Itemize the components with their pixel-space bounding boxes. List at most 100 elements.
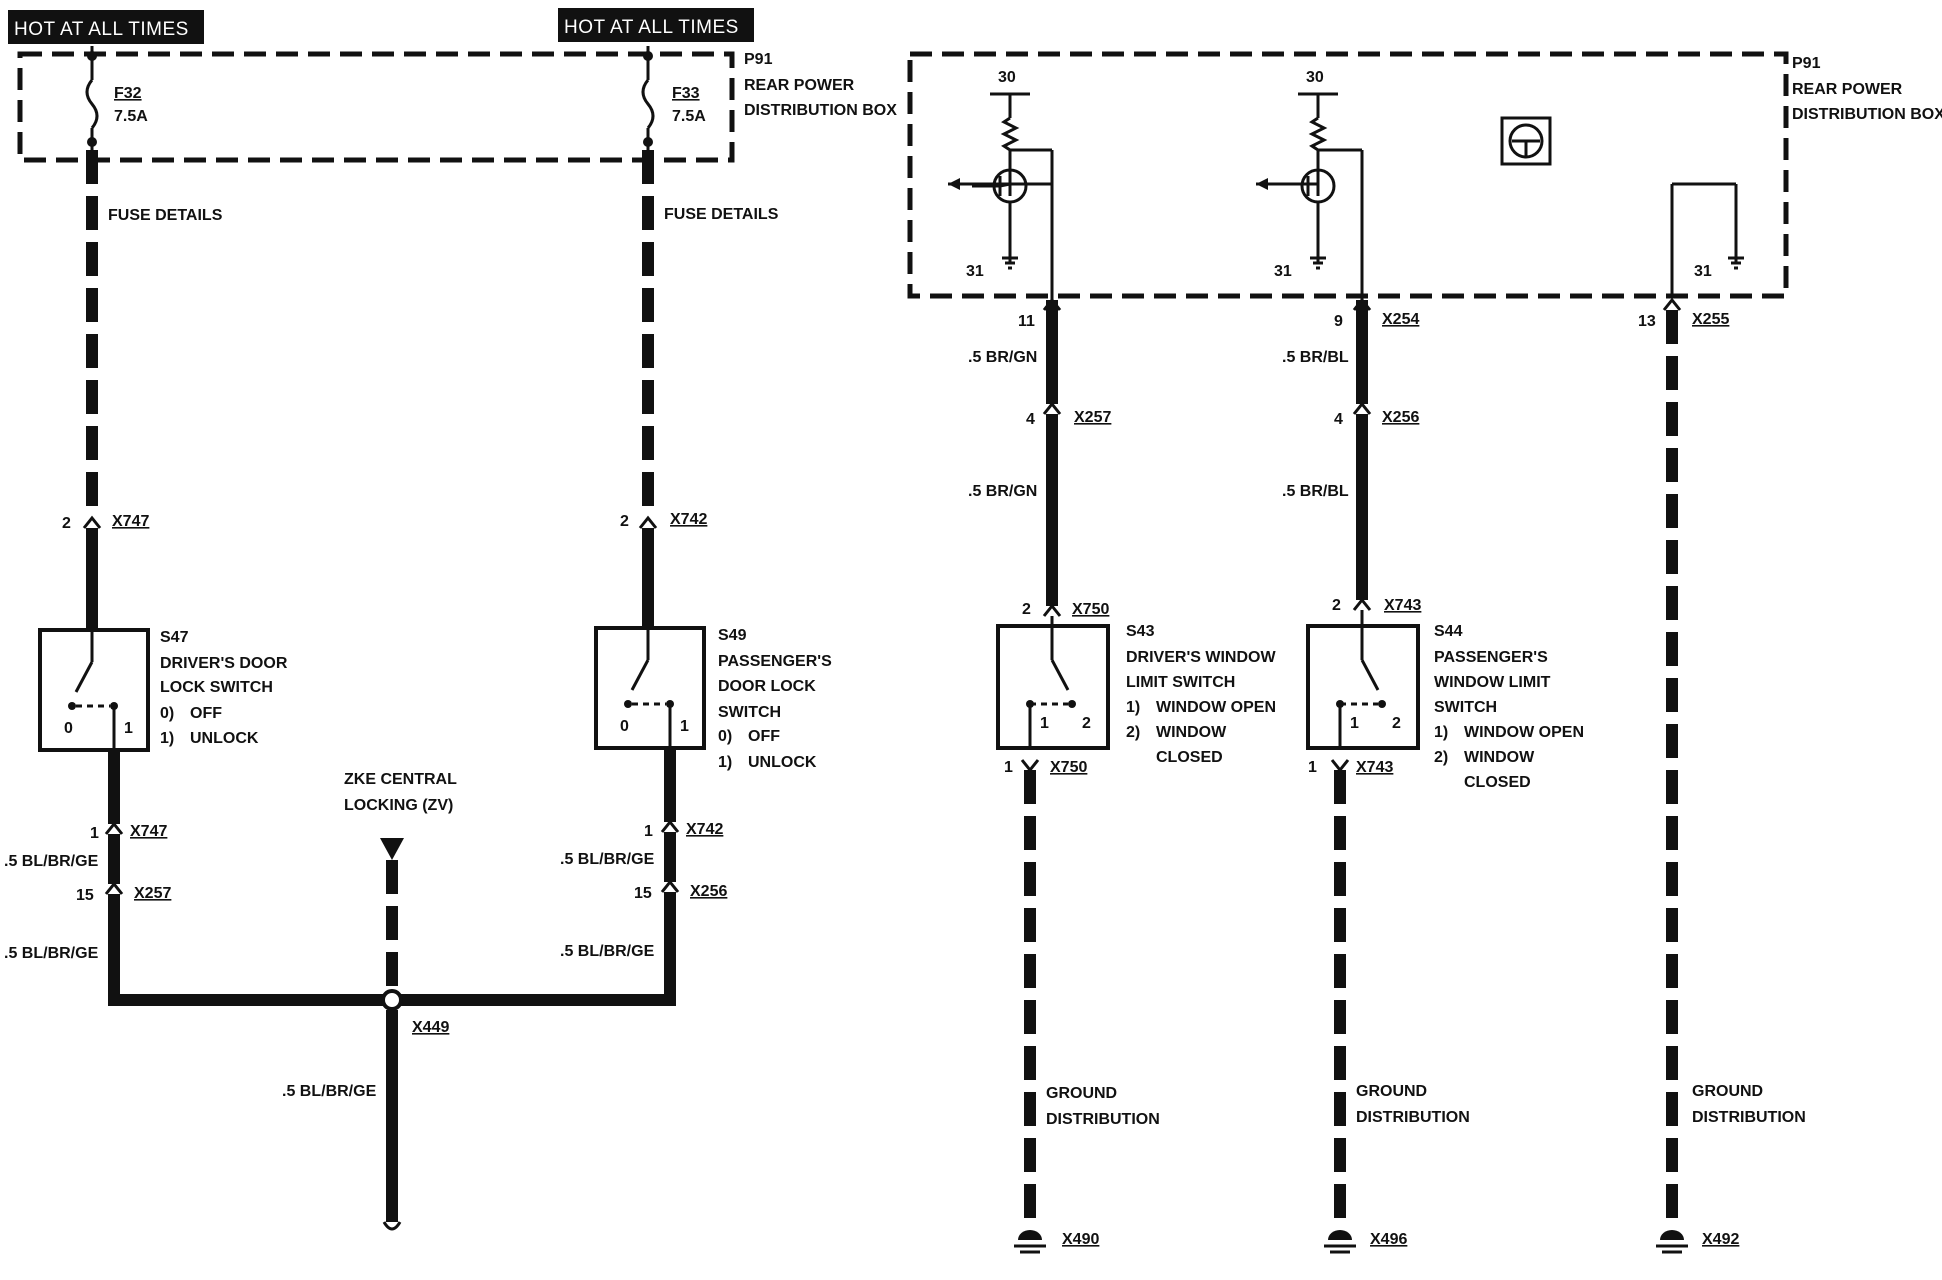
svg-text:7.5A: 7.5A xyxy=(672,108,706,125)
svg-text:1: 1 xyxy=(1004,759,1013,776)
svg-text:S44: S44 xyxy=(1434,623,1463,640)
svg-text:X257: X257 xyxy=(1074,409,1111,426)
svg-text:GROUND: GROUND xyxy=(1046,1085,1117,1102)
svg-text:P91: P91 xyxy=(744,51,773,68)
svg-text:31: 31 xyxy=(966,263,984,280)
svg-text:P91: P91 xyxy=(1792,55,1821,72)
svg-text:LOCK SWITCH: LOCK SWITCH xyxy=(160,679,273,696)
svg-text:LOCKING (ZV): LOCKING (ZV) xyxy=(344,797,453,814)
ground-x490-icon: X490 xyxy=(1014,1230,1099,1254)
switch-s49-label: S49 PASSENGER'S DOOR LOCK SWITCH 0) OFF … xyxy=(718,627,832,771)
svg-text:1): 1) xyxy=(160,730,174,747)
power-box-label-left: P91 REAR POWER DISTRIBUTION BOX xyxy=(744,51,897,119)
svg-text:X742: X742 xyxy=(686,821,723,838)
svg-text:LIMIT SWITCH: LIMIT SWITCH xyxy=(1126,674,1235,691)
svg-text:X257: X257 xyxy=(134,885,171,902)
svg-text:DISTRIBUTION: DISTRIBUTION xyxy=(1356,1109,1470,1126)
wire-color-br-bl-2: .5 BR/BL xyxy=(1282,483,1349,500)
wire-color-bus-left: .5 BL/BR/GE xyxy=(4,945,99,962)
zke-arrow-icon xyxy=(380,838,404,860)
connector-x254: 9 X254 xyxy=(1334,297,1419,330)
svg-text:PASSENGER'S: PASSENGER'S xyxy=(718,653,832,670)
svg-text:15: 15 xyxy=(76,887,94,904)
svg-text:2): 2) xyxy=(1434,749,1448,766)
power-distribution-box-right xyxy=(907,51,1789,299)
connector-x743-top: 2 X743 xyxy=(1332,597,1421,614)
svg-text:REAR POWER: REAR POWER xyxy=(1792,81,1903,98)
switch-s49: 0 1 xyxy=(594,626,706,750)
connector-x257-right: 4 X257 xyxy=(1026,401,1111,428)
svg-text:SWITCH: SWITCH xyxy=(718,704,781,721)
svg-text:X750: X750 xyxy=(1050,759,1087,776)
pin-11-label: 11 xyxy=(1018,313,1035,330)
fuse-f32: F32 7.5A xyxy=(85,46,148,150)
wire-color-br-gn-1: .5 BR/GN xyxy=(968,349,1037,366)
power-distribution-box-left xyxy=(17,51,735,163)
svg-text:0): 0) xyxy=(718,728,732,745)
svg-text:S49: S49 xyxy=(718,627,747,644)
fuse-details-right: FUSE DETAILS xyxy=(664,206,779,223)
svg-text:X750: X750 xyxy=(1072,601,1109,618)
connector-x742-bottom: 1 X742 xyxy=(644,819,723,840)
switch-s44-label: S44 PASSENGER'S WINDOW LIMIT SWITCH 1) W… xyxy=(1434,623,1584,791)
ground-distribution-label-3: GROUND DISTRIBUTION xyxy=(1692,1083,1806,1126)
svg-text:HOT AT ALL TIMES: HOT AT ALL TIMES xyxy=(564,17,739,38)
svg-text:2: 2 xyxy=(620,513,629,530)
connector-x750-bottom: 1 X750 xyxy=(1004,759,1087,776)
svg-text:1: 1 xyxy=(90,825,99,842)
svg-text:DISTRIBUTION: DISTRIBUTION xyxy=(1692,1109,1806,1126)
svg-text:2: 2 xyxy=(1022,601,1031,618)
svg-text:X747: X747 xyxy=(112,513,149,530)
svg-text:WINDOW: WINDOW xyxy=(1464,749,1535,766)
connector-x750-top: 2 X750 xyxy=(1022,601,1109,618)
svg-text:X492: X492 xyxy=(1702,1231,1739,1248)
svg-text:1: 1 xyxy=(1308,759,1317,776)
ground-distribution-label-1: GROUND DISTRIBUTION xyxy=(1046,1085,1160,1128)
svg-text:DOOR LOCK: DOOR LOCK xyxy=(718,678,816,695)
svg-text:31: 31 xyxy=(1694,263,1712,280)
switch-s43: 1 2 xyxy=(996,616,1110,750)
svg-text:X254: X254 xyxy=(1382,311,1419,328)
wire-color-s47: .5 BL/BR/GE xyxy=(4,853,99,870)
svg-text:UNLOCK: UNLOCK xyxy=(748,754,817,771)
svg-text:9: 9 xyxy=(1334,313,1343,330)
svg-text:ZKE CENTRAL: ZKE CENTRAL xyxy=(344,771,457,788)
svg-text:1): 1) xyxy=(1434,724,1448,741)
svg-text:1: 1 xyxy=(1350,715,1359,732)
wire-color-s49: .5 BL/BR/GE xyxy=(560,851,655,868)
svg-text:1: 1 xyxy=(680,718,689,735)
connector-x747-bottom: 1 X747 xyxy=(90,821,167,842)
connector-x255: 13 X255 xyxy=(1638,297,1729,330)
ground-distribution-label-2: GROUND DISTRIBUTION xyxy=(1356,1083,1470,1126)
svg-text:4: 4 xyxy=(1334,411,1343,428)
svg-text:DRIVER'S WINDOW: DRIVER'S WINDOW xyxy=(1126,649,1276,666)
svg-text:X742: X742 xyxy=(670,511,707,528)
svg-text:1: 1 xyxy=(124,720,133,737)
svg-text:S47: S47 xyxy=(160,629,189,646)
connector-x256-right: 4 X256 xyxy=(1334,401,1419,428)
svg-text:F32: F32 xyxy=(114,85,142,102)
svg-text:DISTRIBUTION: DISTRIBUTION xyxy=(1046,1111,1160,1128)
svg-text:REAR POWER: REAR POWER xyxy=(744,77,855,94)
ground-x496-icon: X496 xyxy=(1324,1230,1407,1254)
hot-label-right: HOT AT ALL TIMES xyxy=(558,8,754,42)
wire-color-bus-right: .5 BL/BR/GE xyxy=(560,943,655,960)
module-symbol-icon xyxy=(1500,116,1552,166)
wire-color-x449: .5 BL/BR/GE xyxy=(282,1083,377,1100)
svg-text:OFF: OFF xyxy=(190,705,222,722)
svg-text:0): 0) xyxy=(160,705,174,722)
svg-text:2: 2 xyxy=(62,515,71,532)
connector-x742-top: 2 X742 xyxy=(620,511,707,530)
splice-x449 xyxy=(381,989,403,1011)
svg-text:UNLOCK: UNLOCK xyxy=(190,730,259,747)
connector-x747-top: 2 X747 xyxy=(62,513,149,532)
wire-color-br-gn-2: .5 BR/GN xyxy=(968,483,1037,500)
svg-text:X255: X255 xyxy=(1692,311,1729,328)
svg-text:S43: S43 xyxy=(1126,623,1155,640)
svg-text:DRIVER'S DOOR: DRIVER'S DOOR xyxy=(160,655,288,672)
switch-s47-label: S47 DRIVER'S DOOR LOCK SWITCH 0) OFF 1) … xyxy=(160,629,288,747)
svg-text:0: 0 xyxy=(620,718,629,735)
svg-text:X256: X256 xyxy=(1382,409,1419,426)
svg-text:0: 0 xyxy=(64,720,73,737)
